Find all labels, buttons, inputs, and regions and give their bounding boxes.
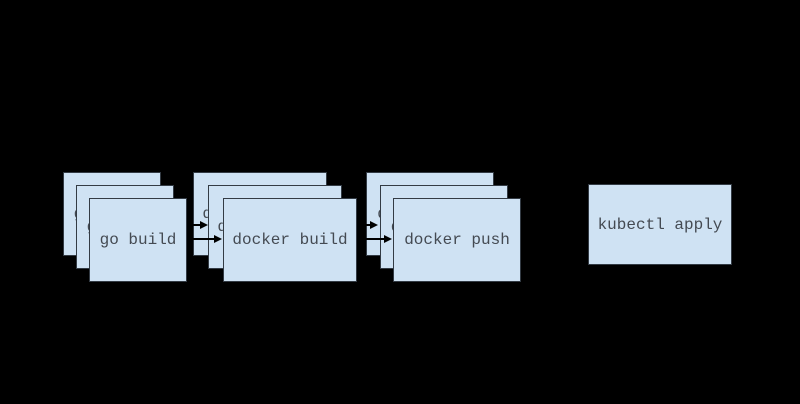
docker-build-label: docker build <box>232 231 348 249</box>
arrow-go-build-to-docker-build-middle <box>174 221 208 230</box>
arrowhead-icon <box>384 235 392 243</box>
docker-build-box-front: docker build <box>223 198 357 282</box>
arrow-shaft <box>187 238 215 240</box>
arrowhead-icon <box>370 221 378 229</box>
arrow-shaft <box>174 224 201 226</box>
docker-push-box-front: docker push <box>393 198 521 282</box>
go-build-box-front: go build <box>89 198 187 282</box>
kubectl-apply-box-single: kubectl apply <box>588 184 732 265</box>
arrow-shaft <box>357 238 385 240</box>
kubectl-apply-label: kubectl apply <box>597 215 723 234</box>
arrowhead-icon <box>214 235 222 243</box>
docker-push-label: docker push <box>404 231 510 249</box>
arrow-go-build-to-docker-build-front <box>187 235 222 244</box>
arrowhead-icon <box>200 221 208 229</box>
arrow-docker-build-to-docker-push-front <box>357 235 392 244</box>
go-build-label: go build <box>99 231 177 249</box>
